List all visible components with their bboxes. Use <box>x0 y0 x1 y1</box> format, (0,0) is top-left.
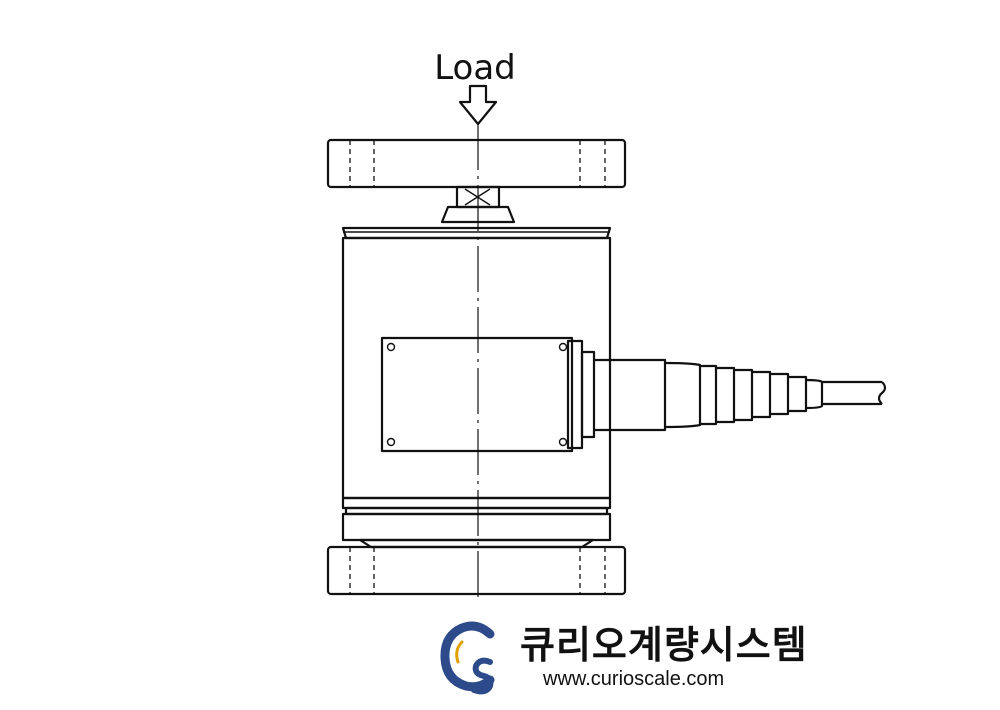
company-url[interactable]: www.curioscale.com <box>543 668 725 690</box>
top-plate <box>326 138 627 189</box>
company-logo <box>440 621 495 695</box>
cable-connector <box>566 339 824 450</box>
name-plate <box>380 336 574 453</box>
company-name: 큐리오계량시스템 <box>520 623 808 667</box>
cable <box>822 380 887 406</box>
bottom-plate <box>326 545 627 596</box>
load-arrow-icon <box>458 84 498 126</box>
load-label: Load <box>434 48 516 88</box>
